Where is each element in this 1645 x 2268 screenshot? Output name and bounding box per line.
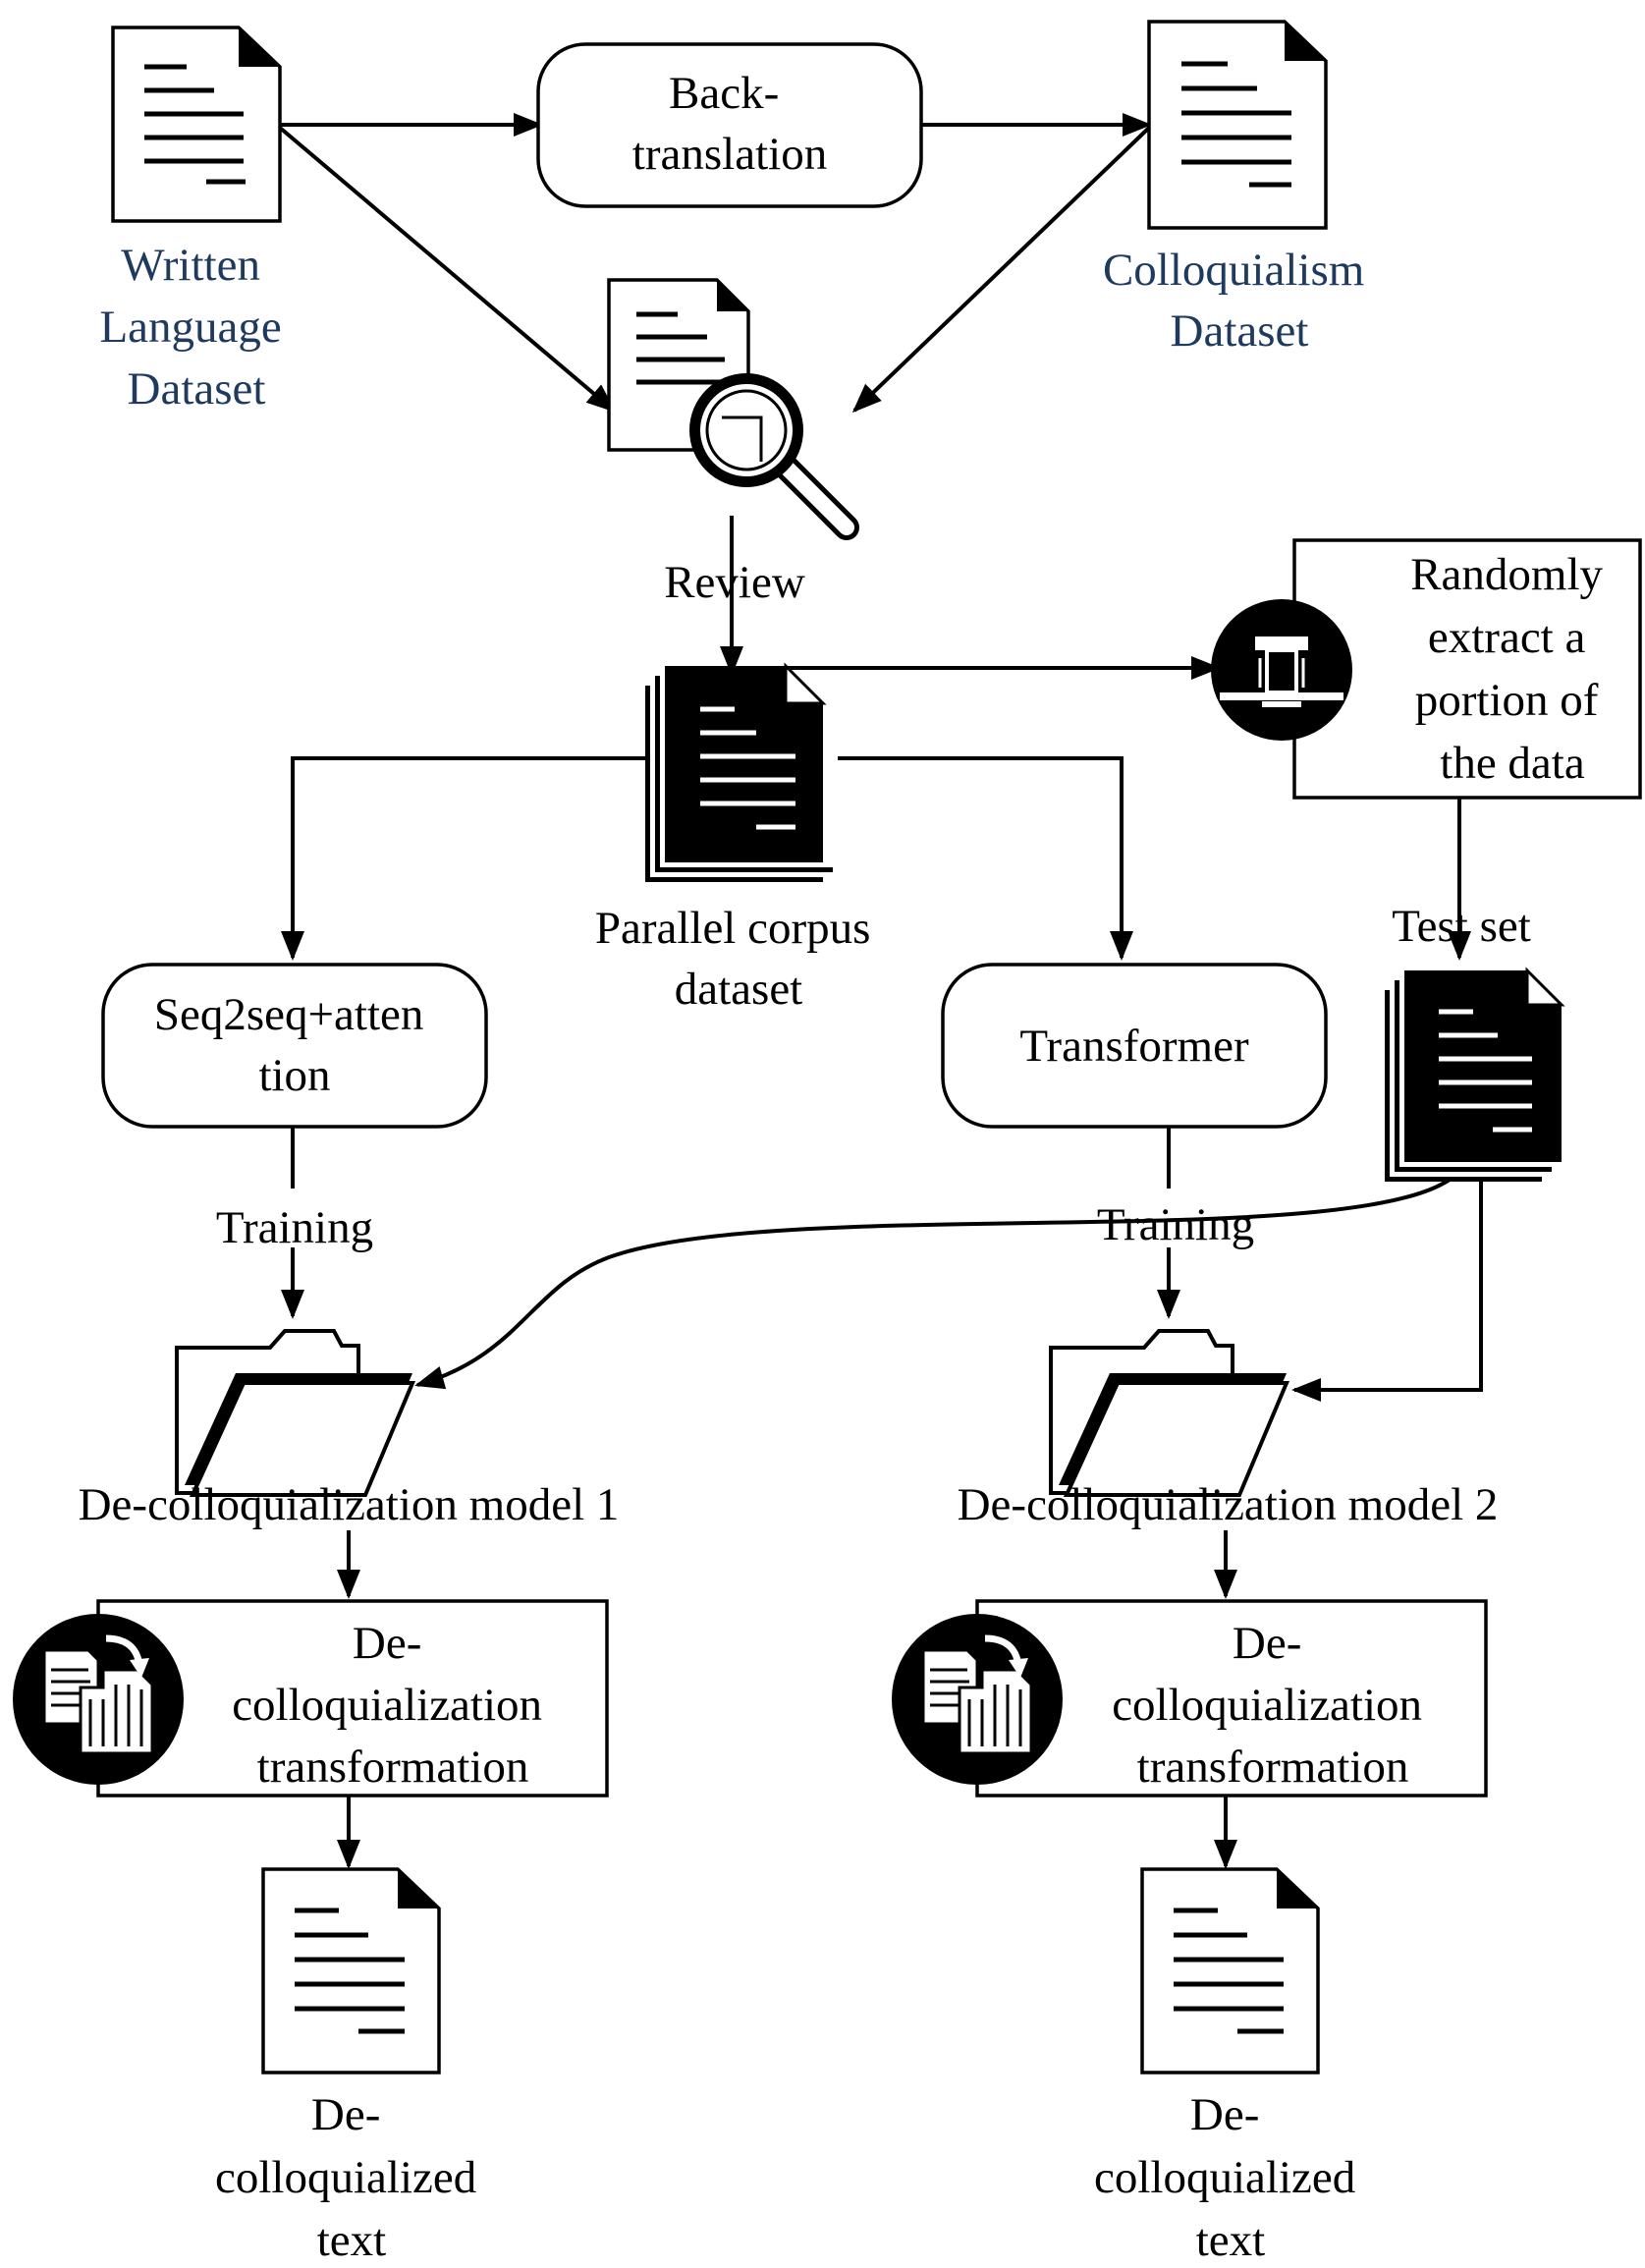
folder-icon [1049, 1329, 1290, 1497]
edge-testset-to-model2 [1291, 1169, 1483, 1402]
folder-icon [175, 1329, 416, 1497]
transformer-label: Transformer [1019, 1021, 1249, 1072]
seq2seq-box [101, 963, 488, 1129]
edge-corpus-to-seq2seq [281, 756, 648, 961]
model2-label: De-colloquialization model 2 [958, 1479, 1499, 1530]
magnifier-icon [689, 373, 859, 540]
convert-icon [892, 1614, 1063, 1785]
edge-written-to-review [278, 126, 617, 413]
back-translation-box [536, 42, 923, 208]
edge-colloquialism-to-review [851, 126, 1151, 414]
output-left-label: De- colloquialized text [215, 2089, 488, 2266]
document-stack-icon [1385, 967, 1565, 1182]
edge-testset-to-model1 [414, 1167, 1463, 1390]
transform-right-label: De- colloquialization transformation [1112, 1618, 1434, 1793]
edges [278, 113, 1483, 1869]
written-dataset-label: Written Language Dataset [99, 240, 293, 415]
random-extract-label: Randomly extract a portion of the data [1410, 549, 1615, 789]
parallel-corpus-label: Parallel corpus dataset [595, 903, 882, 1015]
extract-icon [1211, 599, 1352, 741]
output-right-label: De- colloquialized text [1094, 2089, 1367, 2266]
document-icon [1140, 1867, 1320, 2074]
review-label: Review [664, 557, 805, 608]
edge-corpus-to-transformer [825, 756, 1133, 961]
document-stack-icon [645, 662, 838, 882]
training-left-label: Training [216, 1202, 373, 1253]
convert-icon [13, 1614, 184, 1785]
document-icon [111, 26, 282, 223]
document-icon [261, 1867, 441, 2074]
model1-label: De-colloquialization model 1 [79, 1479, 620, 1530]
transform-left-label: De- colloquialization transformation [232, 1618, 554, 1793]
back-translation-label: Back- translation [632, 68, 827, 180]
document-icon [1147, 20, 1328, 230]
training-right-label: Training [1097, 1199, 1254, 1250]
colloquialism-dataset-label: Colloquialism Dataset [1103, 245, 1376, 357]
test-set-label: Test set [1392, 901, 1531, 952]
seq2seq-label: Seq2seq+atten tion [154, 989, 435, 1101]
transformer-box [941, 963, 1328, 1129]
